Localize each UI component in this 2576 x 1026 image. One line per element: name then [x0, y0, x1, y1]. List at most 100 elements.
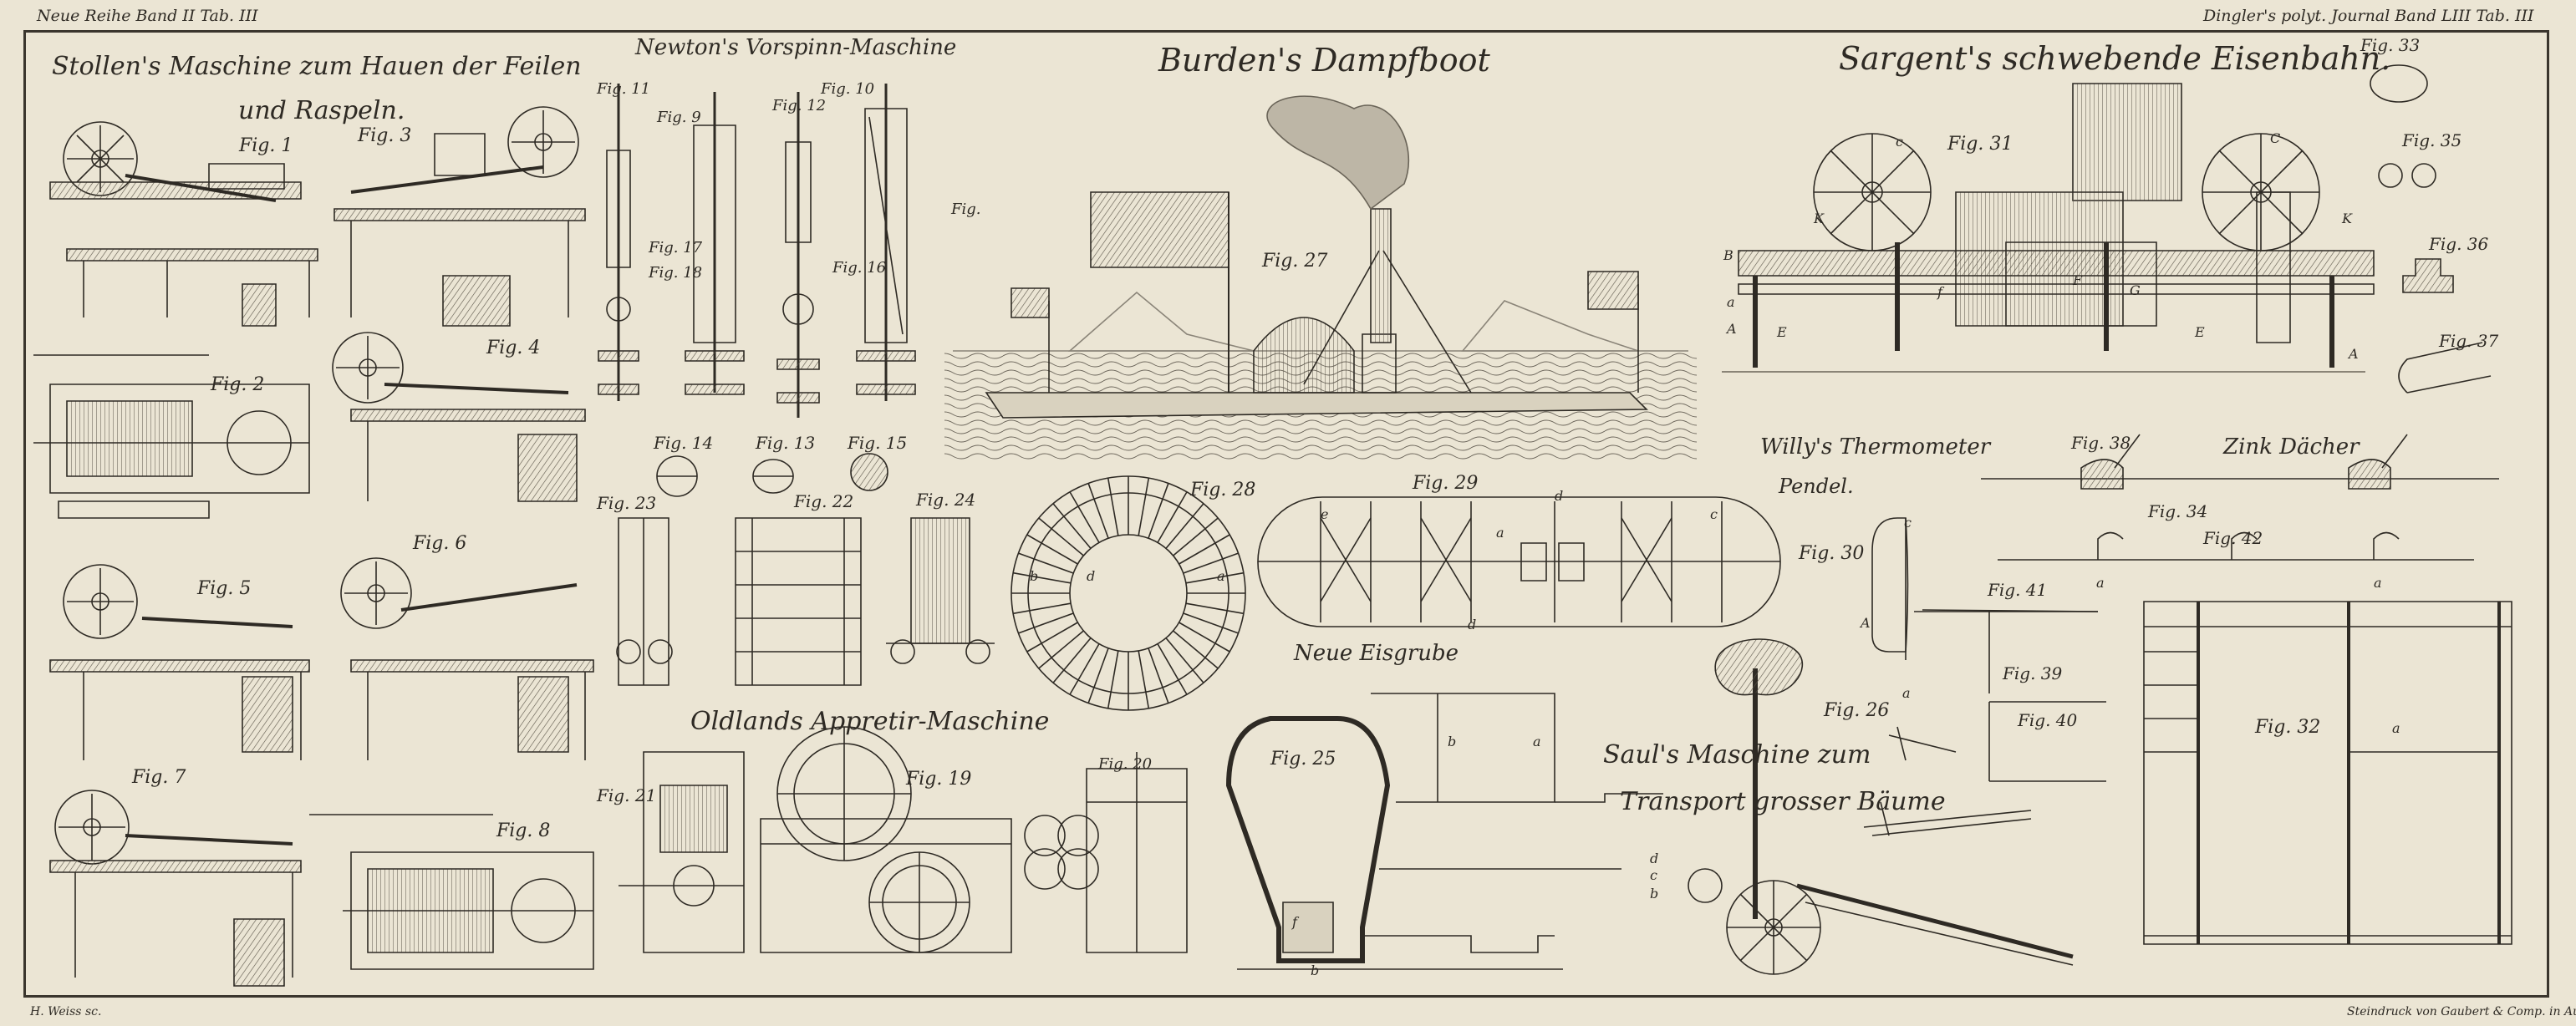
ring-spoke	[1186, 603, 1244, 613]
ring-spoke	[1173, 631, 1219, 668]
label-fig21: Fig. 21	[597, 785, 657, 805]
label-fig3: Fig. 3	[358, 125, 412, 146]
callout-f-lower: f	[1937, 284, 1942, 300]
title-eisgrube: Neue Eisgrube	[1294, 641, 1459, 666]
label-fig42: Fig. 42	[2203, 528, 2263, 548]
ring-spoke	[1108, 651, 1118, 709]
eisgrube-fig25	[1229, 693, 1663, 969]
ring-spoke	[1088, 648, 1108, 703]
title-newton: Newton's Vorspinn-Maschine	[635, 35, 957, 60]
ring-spoke	[1053, 638, 1091, 683]
callout-d-3: d	[1650, 851, 1659, 866]
label-fig20: Fig. 20	[1098, 755, 1153, 773]
label-fig14: Fig. 14	[654, 433, 714, 453]
callout-b: B	[1723, 247, 1733, 263]
ring-spoke	[1088, 483, 1108, 538]
stollen-fig2-drawing	[33, 355, 309, 518]
ring-spoke	[1013, 573, 1071, 583]
label-fig33: Fig. 33	[2360, 35, 2421, 55]
fig32-structure	[2144, 602, 2512, 944]
label-fig41: Fig. 41	[1988, 580, 2048, 600]
ring-spoke	[1166, 638, 1204, 683]
callout-h: b	[1311, 963, 1320, 978]
oldland-machines	[619, 727, 1187, 952]
callout-k: K	[1814, 211, 1824, 226]
ring-spoke	[1166, 504, 1204, 549]
callout-a-5: A	[1861, 615, 1871, 631]
stollen-fig3-drawing	[334, 107, 585, 326]
callout-a-4: a	[1533, 734, 1541, 749]
title-zink: Zink Dächer	[2223, 434, 2360, 460]
label-fig32: Fig. 32	[2255, 717, 2321, 738]
ring-spoke	[1158, 492, 1187, 543]
ring-spoke	[1027, 535, 1078, 564]
callout-a-3: a	[1496, 525, 1504, 541]
callout-f: F	[2073, 272, 2083, 288]
label-fig26: Fig. 26	[1824, 700, 1890, 721]
ring-spoke	[1158, 644, 1187, 695]
stollen-fig5-drawing	[50, 565, 309, 760]
stollen-fig6-drawing	[341, 558, 593, 760]
callout-d: d	[1555, 488, 1564, 504]
title-willy: Willy's Thermometer	[1760, 434, 1991, 460]
stollen-fig8-drawing	[309, 815, 593, 969]
label-fig9: Fig. 9	[657, 109, 701, 126]
callout-g: G	[2130, 282, 2141, 298]
fig29-frame	[1258, 497, 1780, 627]
label-fig30: Fig. 30	[1799, 543, 1865, 564]
callout-a-10: a	[1217, 568, 1225, 584]
ring-spoke	[1184, 613, 1239, 633]
label-fig27: Fig. 27	[1262, 251, 1328, 272]
label-fig29: Fig. 29	[1413, 473, 1479, 494]
ring-spoke	[1148, 648, 1168, 703]
printer-credit: Steindruck von Gaubert & Comp. in Augsb.	[2347, 1005, 2576, 1018]
label-fig39: Fig. 39	[2003, 663, 2063, 683]
ring-spoke	[1179, 535, 1230, 564]
engraver-credit: H. Weiss sc.	[30, 1005, 102, 1018]
ring-spoke	[1013, 603, 1071, 613]
ring-spoke	[1179, 622, 1230, 652]
label-fig15: Fig. 15	[848, 433, 908, 453]
ring-spoke	[1186, 573, 1244, 583]
label-fig23: Fig. 23	[597, 493, 657, 513]
label-fig28: Fig. 28	[1190, 480, 1256, 500]
label-fig40: Fig. 40	[2018, 710, 2078, 730]
title-saul: Saul's Maschine zum	[1603, 740, 1871, 770]
sargent-railway	[1722, 84, 2374, 372]
label-fig1: Fig. 1	[239, 135, 293, 156]
ring-spoke	[1138, 478, 1148, 536]
ring-spoke	[1027, 622, 1078, 652]
ring-spoke	[1138, 651, 1148, 709]
callout-k-2: K	[2342, 211, 2352, 226]
callout-a-2: A	[2349, 346, 2359, 362]
ring-spoke	[1039, 518, 1084, 556]
ring-spoke	[1173, 518, 1219, 556]
series-header: Neue Reihe Band II Tab. III	[37, 7, 258, 25]
callout-a-8: a	[2374, 575, 2382, 591]
label-fig12: Fig. 12	[772, 97, 827, 114]
callout-c: c	[1896, 134, 1903, 150]
label-fig11: Fig. 11	[597, 80, 651, 98]
title-saul-2: Transport grosser Bäume	[1620, 787, 1946, 816]
callout-e-2: E	[2195, 324, 2205, 340]
ring-spoke	[1148, 483, 1168, 538]
label-fig7: Fig. 7	[132, 767, 186, 788]
label-fig16: Fig. 16	[832, 259, 887, 277]
journal-header: Dingler's polyt. Journal Band LIII Tab. …	[2203, 7, 2534, 25]
saul-tree-transport	[1688, 639, 2073, 974]
callout-e-lower: e	[1321, 506, 1329, 522]
title-pendel: Pendel.	[1779, 475, 1854, 498]
label-fig25: Fig. 25	[1270, 749, 1336, 770]
label-fig18: Fig. 18	[649, 264, 703, 282]
title-oldland: Oldlands Appretir-Maschine	[690, 707, 1050, 736]
ring-spoke	[1018, 553, 1073, 573]
ring-spoke	[1053, 504, 1091, 549]
callout-c-3: c	[1710, 506, 1718, 522]
callout-a-7: a	[2096, 575, 2105, 591]
title-burden: Burden's Dampfboot	[1158, 42, 1490, 79]
label-fig22: Fig. 22	[794, 491, 854, 511]
label-fig17: Fig. 17	[649, 239, 703, 256]
label-fig10: Fig. 10	[821, 80, 875, 98]
